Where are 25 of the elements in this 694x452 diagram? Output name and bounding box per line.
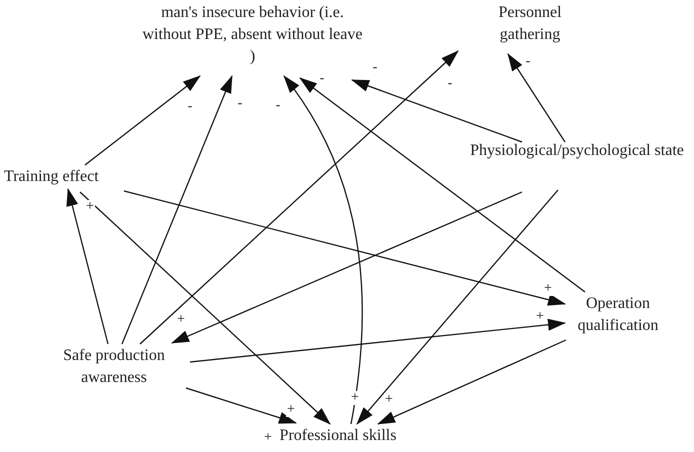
arrow (80, 192, 331, 425)
arrow (356, 190, 558, 425)
variable-label: Professional skills (276, 425, 400, 447)
variable-label: man's insecure behavior (i.e. without PPE, absent without leave ) (140, 2, 365, 68)
variable-label: Safe production awareness (40, 345, 188, 389)
arrow (66, 188, 109, 344)
variable-label: Physiological/psychological state (462, 140, 692, 162)
arrow (351, 79, 522, 143)
arrow (84, 75, 201, 166)
arrow (283, 75, 363, 424)
variable-label: Personnel gathering (478, 2, 582, 46)
arrow (140, 50, 459, 344)
polarity-sign: + (350, 391, 360, 405)
arrow (299, 77, 586, 292)
variable-label: Operation qualification (566, 293, 670, 337)
arrow (171, 191, 522, 344)
arrow (124, 190, 566, 306)
polarity-sign: + (543, 282, 553, 296)
polarity-sign: + (286, 403, 296, 417)
arrow (121, 75, 233, 344)
arrow (186, 387, 297, 424)
arrow (377, 339, 566, 425)
arrow (190, 318, 566, 363)
variable-label: Training effect (4, 166, 124, 188)
arrow (507, 53, 566, 142)
